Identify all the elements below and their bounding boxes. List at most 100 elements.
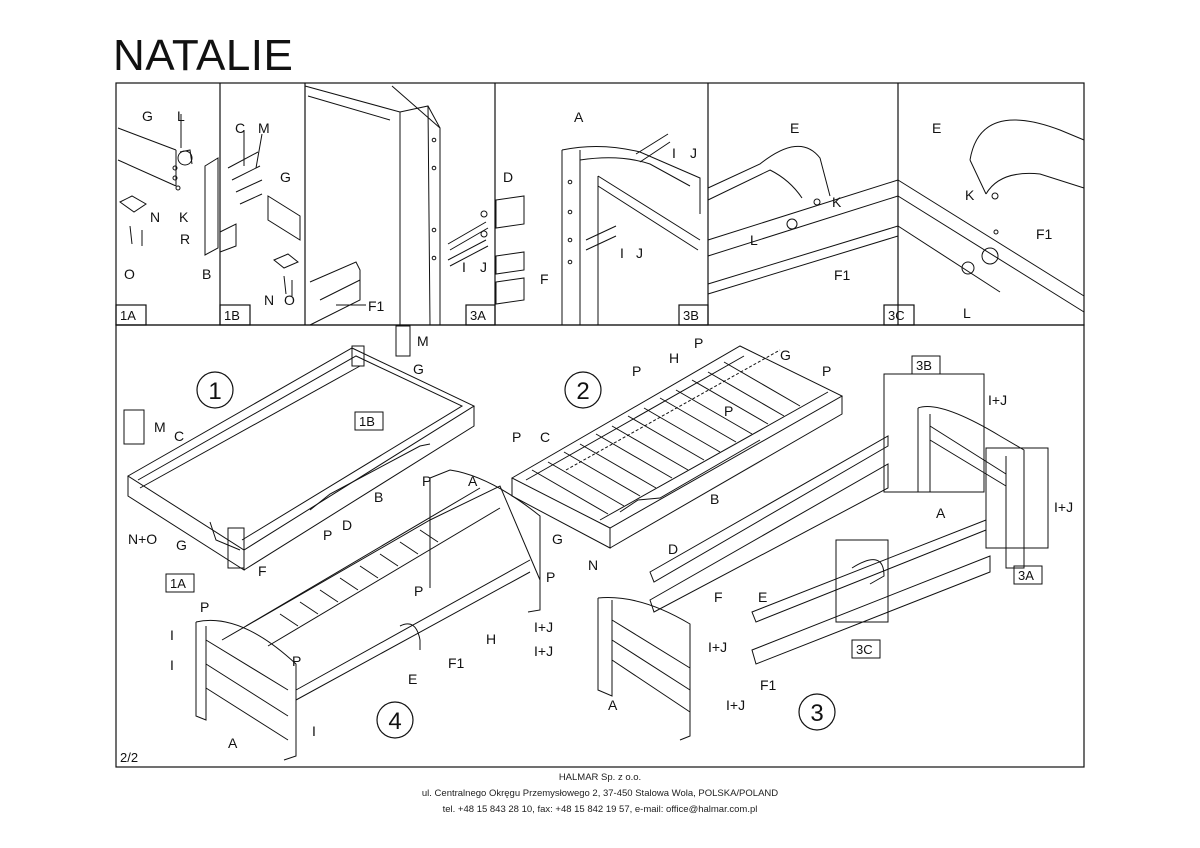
- label-a: A: [228, 735, 238, 751]
- label-d: D: [668, 541, 678, 557]
- label-k: K: [832, 194, 842, 210]
- label-p: P: [512, 429, 521, 445]
- label-n: N: [588, 557, 598, 573]
- step-circle-2: [564, 371, 602, 409]
- label-i: I: [462, 259, 466, 275]
- label-p: P: [292, 653, 301, 669]
- panel-3b-drawing: [561, 133, 701, 325]
- panel-3c-drawing: [897, 119, 1085, 313]
- step-number-3: 3: [810, 700, 823, 727]
- detail-box-3c: [835, 539, 889, 623]
- step2-labels: P H G P P P C P B G N: [512, 335, 831, 573]
- label-p: P: [414, 583, 423, 599]
- label-b: B: [710, 491, 719, 507]
- label-j: J: [690, 145, 697, 161]
- panel-3a-drawing: [447, 195, 525, 305]
- label-h: H: [669, 350, 679, 366]
- label-p: P: [422, 473, 431, 489]
- label-g: G: [780, 347, 791, 363]
- step-circle-1: [196, 371, 234, 409]
- detail-tag-3c: 3C: [856, 642, 873, 657]
- panel-3a-left-labels: F1: [336, 298, 385, 314]
- step-numbers: 1 2 3 4: [208, 378, 823, 735]
- label-i-j: I+J: [726, 697, 745, 713]
- label-i-j: I+J: [534, 619, 553, 635]
- label-n-o: N+O: [128, 531, 157, 547]
- label-a: A: [608, 697, 618, 713]
- label-p: P: [546, 569, 555, 585]
- label-g: G: [142, 108, 153, 124]
- step3-drawing: [597, 373, 1049, 741]
- label-d: D: [342, 517, 352, 533]
- detail-tag-3b: 3B: [916, 358, 932, 373]
- label-i-j: I+J: [534, 643, 553, 659]
- panel-1b-drawing: [204, 130, 301, 296]
- panel-3a-left-drawing: [304, 85, 441, 326]
- label-f1: F1: [1036, 226, 1053, 242]
- label-f1: F1: [760, 677, 777, 693]
- label-g: G: [176, 537, 187, 553]
- detail-tag-1b: 1B: [359, 414, 375, 429]
- footer-company: HALMAR Sp. z o.o.: [558, 772, 642, 783]
- panel-tag-1a: 1A: [120, 308, 136, 323]
- panel-1b-labels: C M G R B N O: [180, 120, 295, 308]
- label-n: N: [150, 209, 160, 225]
- panel-3c-left-drawing: [707, 145, 899, 295]
- label-i: I: [312, 723, 316, 739]
- step-circle-4: [376, 701, 414, 739]
- label-l: L: [963, 305, 971, 321]
- label-o: O: [284, 292, 295, 308]
- step-number-4: 4: [388, 708, 401, 735]
- panel-tag-3a: 3A: [470, 308, 486, 323]
- label-k: K: [965, 187, 975, 203]
- detail-box-3a: [985, 447, 1049, 549]
- label-e: E: [790, 120, 799, 136]
- label-a: A: [574, 109, 584, 125]
- label-p: P: [200, 599, 209, 615]
- step-circle-3: [798, 693, 836, 731]
- label-e: E: [932, 120, 941, 136]
- label-r: R: [180, 231, 190, 247]
- step-number-1: 1: [208, 378, 221, 405]
- label-l: L: [750, 232, 758, 248]
- panel-3c-labels: E K F1 L: [932, 120, 1053, 321]
- label-i: I: [672, 145, 676, 161]
- label-i-j: I+J: [988, 392, 1007, 408]
- panel-3b-labels: A I J I J: [574, 109, 697, 261]
- label-p: P: [822, 363, 831, 379]
- panel-tag-3b: 3B: [683, 308, 699, 323]
- label-p: P: [694, 335, 703, 351]
- label-m: M: [258, 120, 270, 136]
- step4-drawing: [195, 469, 541, 761]
- label-g: G: [413, 361, 424, 377]
- label-a: A: [936, 505, 946, 521]
- label-j: J: [636, 245, 643, 261]
- label-b: B: [374, 489, 383, 505]
- page-title: NATALIE: [113, 31, 294, 80]
- label-c: C: [174, 428, 184, 444]
- step2-drawing: [510, 345, 844, 549]
- label-h: H: [486, 631, 496, 647]
- label-j: J: [480, 259, 487, 275]
- label-e: E: [408, 671, 417, 687]
- label-i: I: [620, 245, 624, 261]
- label-g: G: [280, 169, 291, 185]
- panel-tag-1b: 1B: [224, 308, 240, 323]
- panel-3c-left-labels: E K L F1: [750, 120, 851, 283]
- panel-1a-drawing: [117, 114, 193, 246]
- label-i-j: I+J: [708, 639, 727, 655]
- step1-labels: M M C G B N+O G: [128, 333, 429, 553]
- label-o: O: [124, 266, 135, 282]
- label-f1: F1: [834, 267, 851, 283]
- detail-tag-1a: 1A: [170, 576, 186, 591]
- label-m: M: [417, 333, 429, 349]
- label-n: N: [264, 292, 274, 308]
- label-i: I: [170, 657, 174, 673]
- label-b: B: [202, 266, 211, 282]
- label-p: P: [323, 527, 332, 543]
- label-a: A: [468, 473, 478, 489]
- footer-contact: tel. +48 15 843 28 10, fax: +48 15 842 1…: [442, 804, 758, 815]
- label-l: L: [177, 108, 185, 124]
- label-e: E: [758, 589, 767, 605]
- detail-box-3b: [883, 373, 985, 493]
